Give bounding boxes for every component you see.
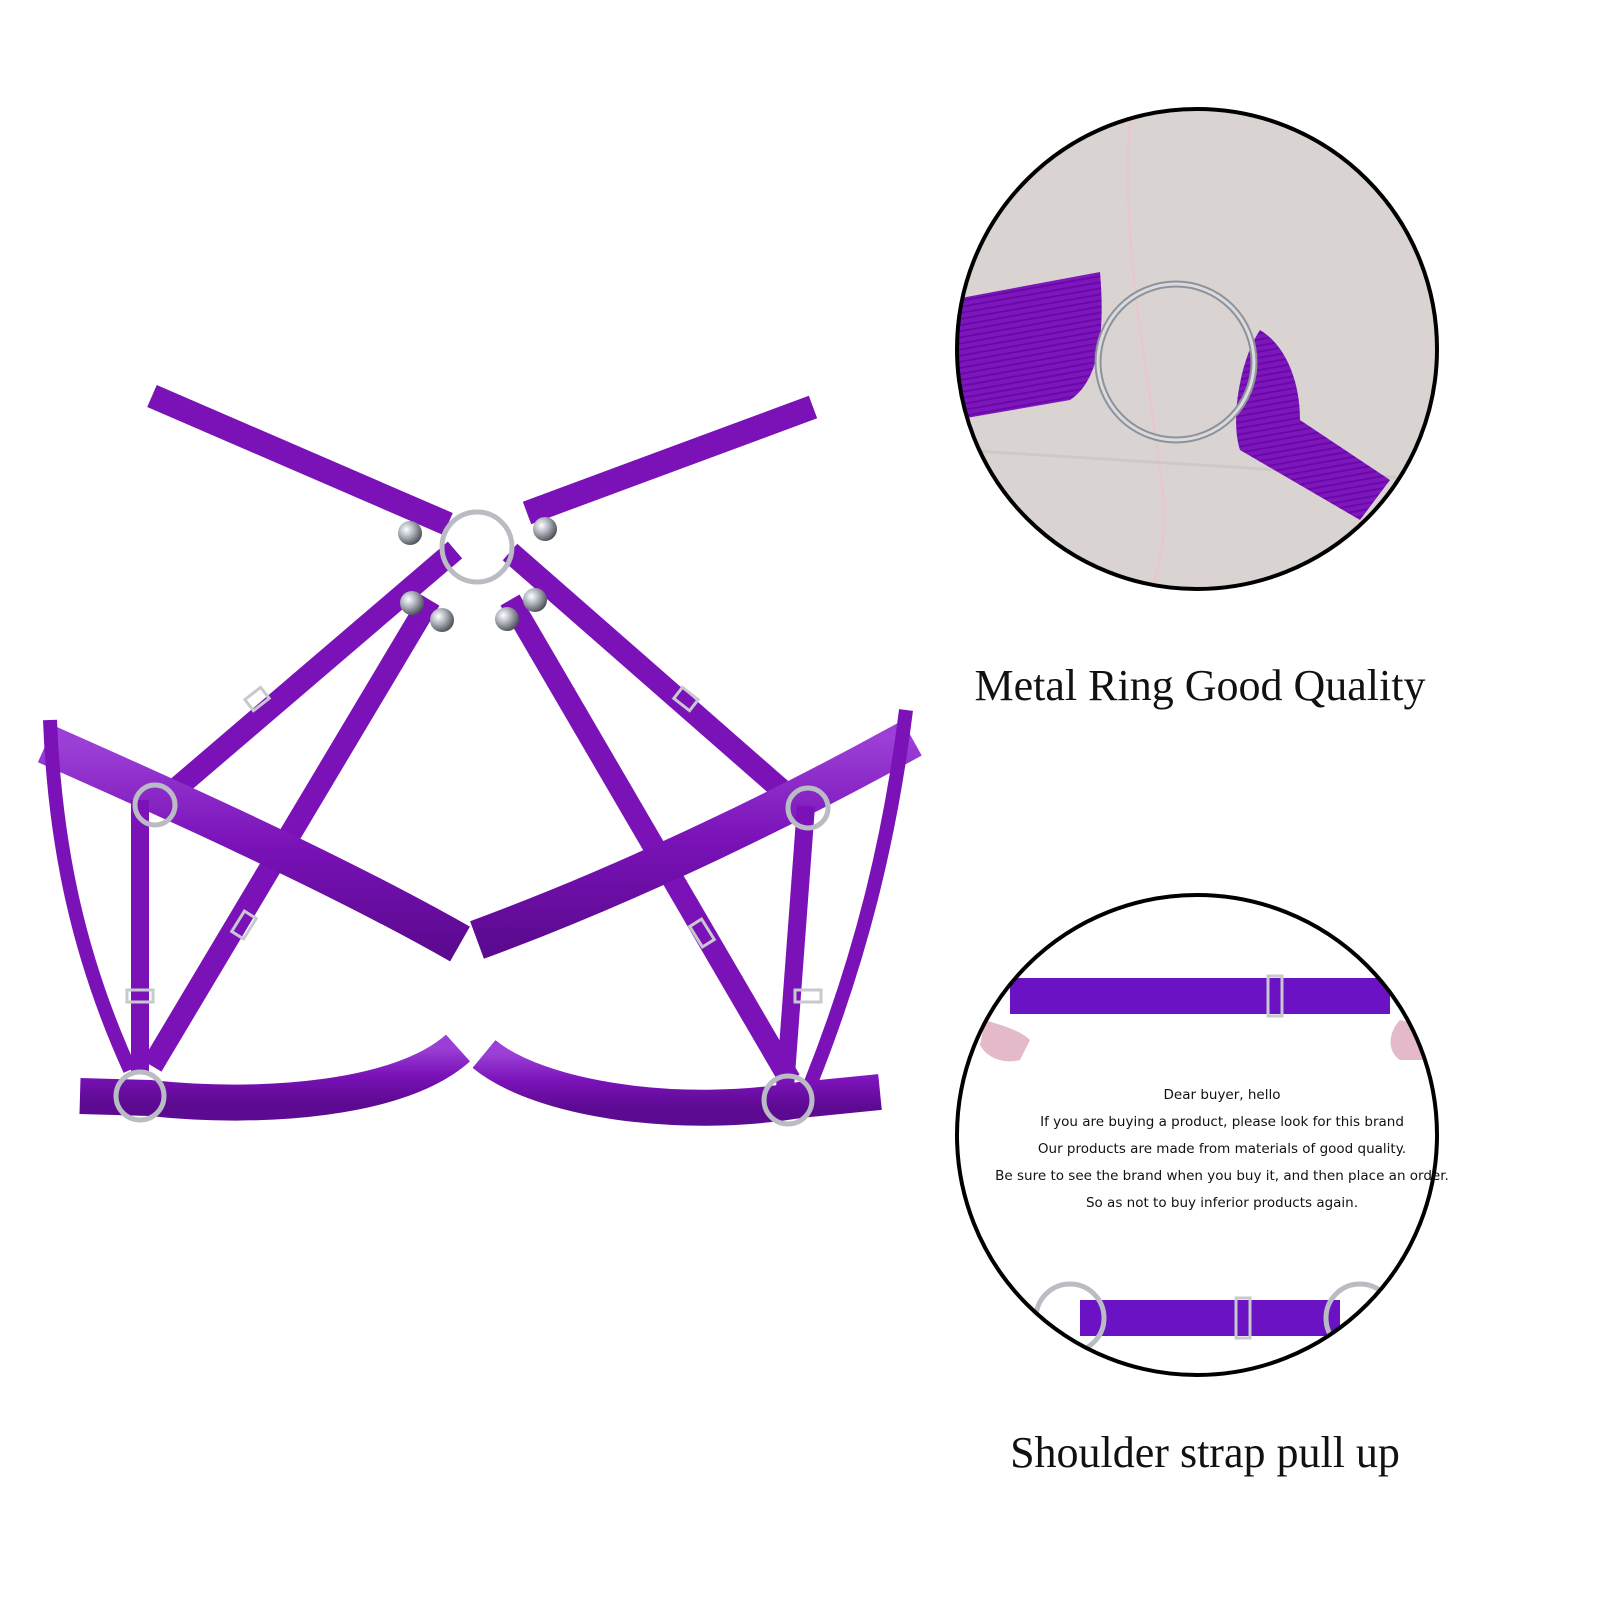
ring-right — [785, 785, 831, 831]
adjuster-sliders — [125, 685, 823, 1004]
metal-studs — [398, 517, 557, 632]
leg-band-left — [79, 1034, 471, 1121]
diagonal-strap-left — [142, 594, 440, 1072]
notice-line: Be sure to see the brand when you buy it… — [995, 1168, 1449, 1184]
notice-line: Dear buyer, hello — [1163, 1087, 1281, 1103]
upper-band-right — [470, 720, 922, 959]
outer-curve-left — [43, 719, 137, 1073]
detail-strap-closeup — [955, 893, 1439, 1377]
ring-bottom-left — [113, 1069, 167, 1123]
waist-strap-right — [522, 395, 818, 525]
outer-curve-right — [803, 709, 913, 1088]
detail-ring-closeup — [955, 107, 1439, 591]
ring-quality-caption: Metal Ring Good Quality — [974, 661, 1426, 710]
center-ring — [439, 509, 515, 585]
ring-left — [132, 782, 178, 828]
notice-line: If you are buying a product, please look… — [1040, 1114, 1404, 1130]
waist-strap-left — [147, 384, 453, 536]
side-strap-right — [776, 805, 815, 1089]
shoulder-strap-caption: Shoulder strap pull up — [1010, 1428, 1400, 1477]
harness — [37, 384, 922, 1127]
diagonal-strap-right — [500, 594, 800, 1086]
ring-bottom-right — [761, 1073, 815, 1127]
upper-band-left — [37, 725, 470, 962]
leg-band-right — [472, 1039, 882, 1126]
notice-line: Our products are made from materials of … — [1037, 1141, 1407, 1157]
notice-line: So as not to buy inferior products again… — [1085, 1195, 1359, 1211]
center-strap-left — [156, 541, 463, 808]
center-strap-right — [502, 543, 808, 815]
